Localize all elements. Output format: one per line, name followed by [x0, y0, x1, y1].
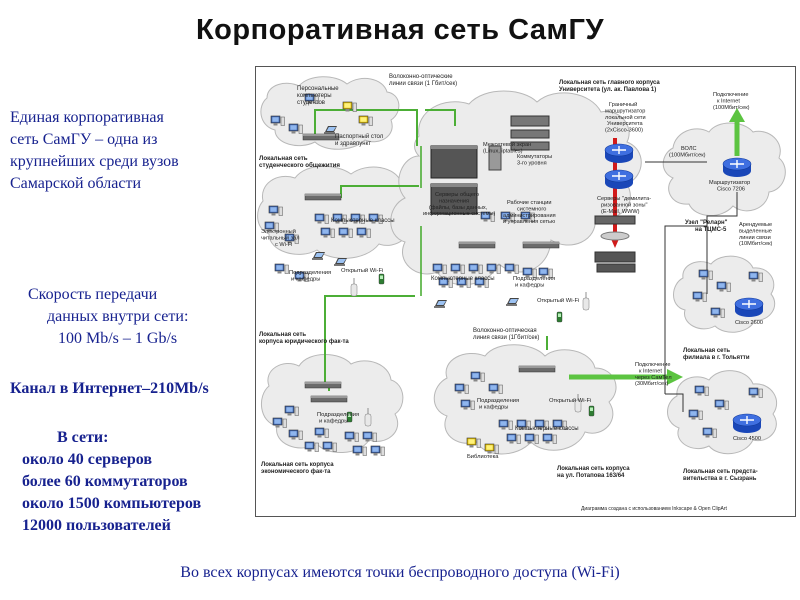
- syzran-label: Локальная сеть предста- вительства в г. …: [683, 469, 759, 482]
- firewall-label: Межсетевой экран (Linux, iptables): [483, 141, 533, 154]
- intro-line: сеть СамГУ – одна из: [10, 131, 158, 148]
- internet-top-label: Подключение к Internet (100Мбит/сек): [713, 92, 750, 111]
- cisco7206-router: [722, 157, 752, 178]
- main-depts-label: Подразделения и кафедры: [513, 276, 557, 289]
- comp-classes-label-main: Компьютерные классы: [431, 276, 495, 282]
- left-open-wifi-label: Открытый Wi-Fi: [341, 267, 383, 274]
- relarn-label: Узел "Реларн" на ТЦМС-5: [685, 220, 729, 233]
- internet-bottom-label: Подключение к Internet через СамТел (30М…: [635, 362, 673, 387]
- togliatti-label: Локальная сеть филиала в г. Тольятти: [683, 348, 750, 361]
- left-depts-label: Подразделения и кафедры: [289, 270, 333, 283]
- wifi-note: Во всех корпусах имеются точки беспровод…: [180, 564, 620, 581]
- page-title: Корпоративная сеть СамГУ: [195, 14, 604, 46]
- internet-channel-text: Канал в Интернет–210Mb/s: [10, 380, 209, 397]
- cisco4500-label: Cisco 4500: [733, 436, 761, 442]
- network-diagram: Персональные компьютеры студентов Паспор…: [255, 66, 796, 517]
- econ-depts-label: Подразделения и кафедры: [317, 412, 361, 425]
- potapova-classes-label: Компьютерные классы: [515, 426, 579, 432]
- main-campus-equipment: [430, 115, 636, 323]
- passport-label: Паспортный стол и здравпункт: [335, 133, 385, 147]
- stats-text: В сети: около 40 серверов более 60 комму…: [22, 427, 282, 537]
- fiber-top-label: Волоконно-оптические линии связи (1 Гбит…: [389, 74, 457, 87]
- dorm-personal-label: Персональные компьютеры студентов: [297, 86, 340, 106]
- cisco2600-label: Cisco 2600: [735, 320, 763, 326]
- intro-line: Единая корпоративная: [10, 109, 164, 126]
- fiber-mid-label: Волоконно-оптическая линия связи (1Гбит/…: [473, 328, 539, 341]
- servers-label: Серверы общего назначения (файлы, базы д…: [423, 192, 495, 217]
- ereading-label: Электронный читальный зал с Wi-Fi: [261, 228, 301, 248]
- stats-line: около 40 серверов: [22, 451, 152, 468]
- border-router-label: Граничный маршрутизатор локальной сети У…: [605, 101, 647, 134]
- intro-line: крупнейших среди вузов: [10, 153, 179, 170]
- speed-line: данных внутри сети:: [47, 308, 189, 325]
- law-lan-label: Локальная сеть корпуса юридического фак-…: [259, 332, 349, 345]
- intro-line: Самарской области: [10, 175, 141, 192]
- dmz-label: Серверы "демилита- ризованной зоны" (E-M…: [597, 196, 653, 215]
- stats-line: более 60 коммутаторов: [22, 473, 188, 490]
- potapova-lan-label: Локальная сеть корпуса на ул. Потапова 1…: [557, 466, 631, 479]
- intro-text: Единая корпоративная сеть СамГУ – одна и…: [10, 107, 250, 195]
- comp-classes-label-left: Компьютерные классы: [331, 218, 395, 224]
- vols-label: ВОЛС (100Мбит/сек): [669, 146, 706, 158]
- potapova-depts-label: Подразделения и кафедры: [477, 398, 521, 411]
- leased-lines-label: Арендуемые выделенные линии связи (10Мби…: [739, 222, 774, 247]
- router-label: Маршрутизатор Cisco 7206: [709, 180, 752, 192]
- speed-line: 100 Mb/s – 1 Gb/s: [58, 330, 178, 347]
- potapova-wifi-label: Открытый Wi-Fi: [549, 397, 591, 404]
- law-equipment: [304, 381, 342, 389]
- main-open-wifi-label: Открытый Wi-Fi: [537, 297, 579, 304]
- library-label: Библиотека: [467, 454, 499, 460]
- econ-lan-label: Локальная сеть корпуса экономического фа…: [261, 462, 335, 475]
- credit-label: Диаграмма создана с использованием Inksc…: [581, 506, 727, 512]
- stats-header: В сети:: [57, 429, 109, 446]
- speed-line: Скорость передачи: [28, 286, 158, 303]
- dorm-lan-label: Локальная сеть студенческого общежития: [259, 155, 340, 169]
- stats-line: 12000 пользователей: [22, 517, 171, 534]
- speed-text: Скорость передачи данных внутри сети: 10…: [28, 284, 258, 350]
- main-lan-label: Локальная сеть главного корпуса Универси…: [559, 80, 661, 93]
- switches-label: Коммутаторы 3-го уровня: [517, 154, 554, 166]
- workstations-label: Рабочие станции системного администриров…: [503, 200, 557, 225]
- stats-line: около 1500 компьютеров: [22, 495, 202, 512]
